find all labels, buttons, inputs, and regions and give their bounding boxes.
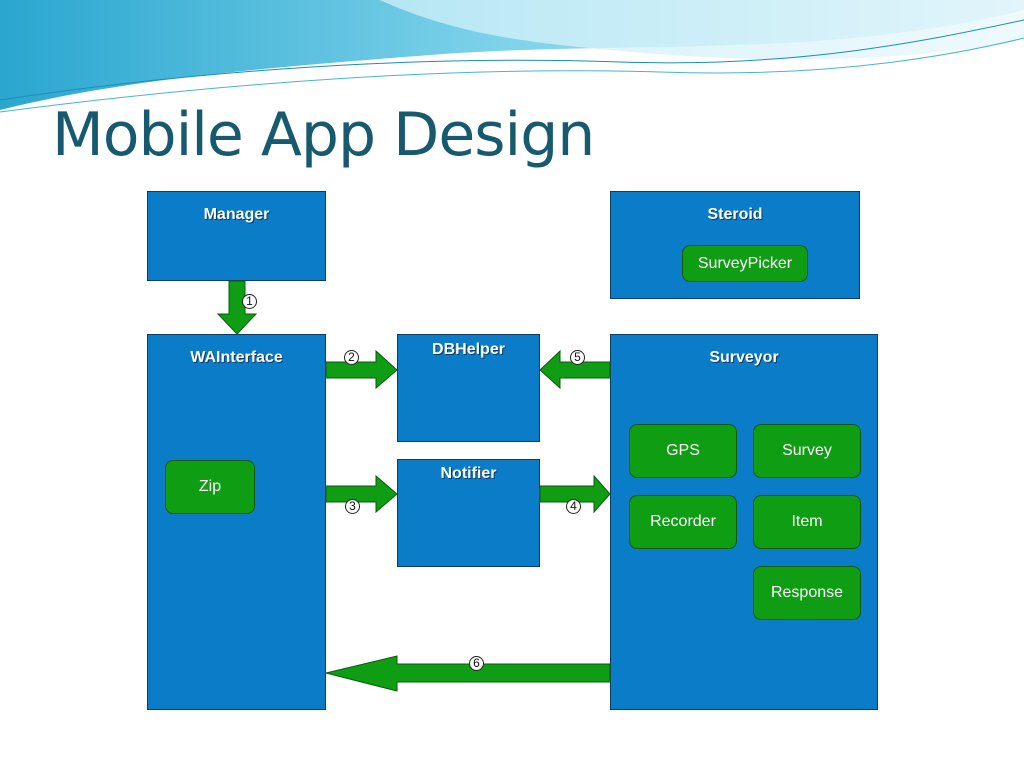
surveyor-block: Surveyor GPS Survey Recorder Item Respon…: [610, 334, 878, 710]
step-3-badge: 3: [345, 499, 360, 514]
slide-title: Mobile App Design: [52, 100, 595, 170]
wainterface-label: WAInterface: [190, 349, 283, 366]
notifier-block: Notifier: [397, 459, 540, 567]
gps-component: GPS: [629, 424, 737, 478]
survey-component: Survey: [753, 424, 861, 478]
response-component: Response: [753, 566, 861, 620]
dbhelper-label: DBHelper: [432, 341, 505, 358]
step-2-badge: 2: [344, 350, 359, 365]
notifier-label: Notifier: [440, 465, 497, 482]
manager-block: Manager: [147, 191, 326, 281]
step-1-badge: 1: [242, 294, 257, 309]
recorder-component: Recorder: [629, 495, 737, 549]
item-component: Item: [753, 495, 861, 549]
surveypicker-component: SurveyPicker: [682, 245, 808, 282]
surveyor-label: Surveyor: [709, 349, 779, 366]
zip-component: Zip: [165, 460, 255, 514]
steroid-label: Steroid: [707, 206, 763, 223]
step-4-badge: 4: [566, 499, 581, 514]
steroid-block: Steroid SurveyPicker: [610, 191, 860, 299]
step-5-badge: 5: [570, 350, 585, 365]
step-6-badge: 6: [469, 656, 484, 671]
manager-label: Manager: [203, 206, 270, 223]
wainterface-block: WAInterface Zip: [147, 334, 326, 710]
dbhelper-block: DBHelper: [397, 334, 540, 442]
header-wave-decoration: [0, 0, 1024, 113]
